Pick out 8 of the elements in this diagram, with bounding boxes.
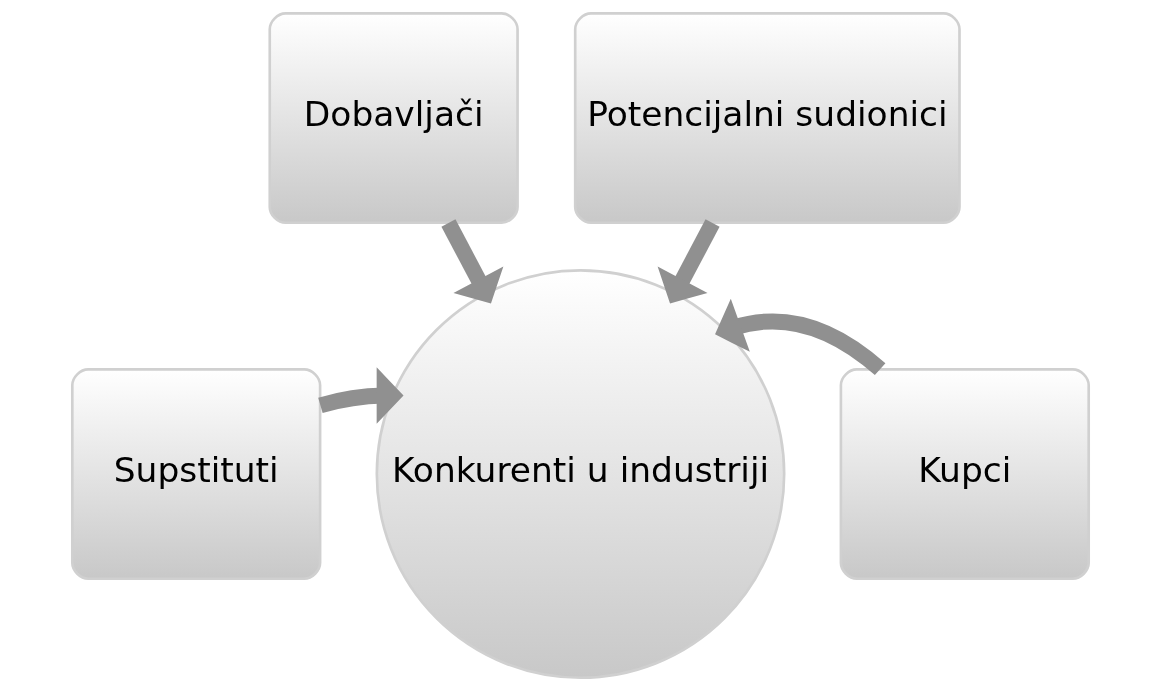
node-box: Supstituti — [70, 368, 321, 581]
node-box: Potencijalni sudionici — [573, 12, 961, 225]
arrow — [657, 219, 720, 304]
arrow — [714, 298, 885, 376]
node-box: Dobavljači — [267, 12, 519, 225]
arrow — [317, 367, 404, 424]
arrow — [440, 219, 503, 304]
node-box: Kupci — [839, 368, 1090, 581]
